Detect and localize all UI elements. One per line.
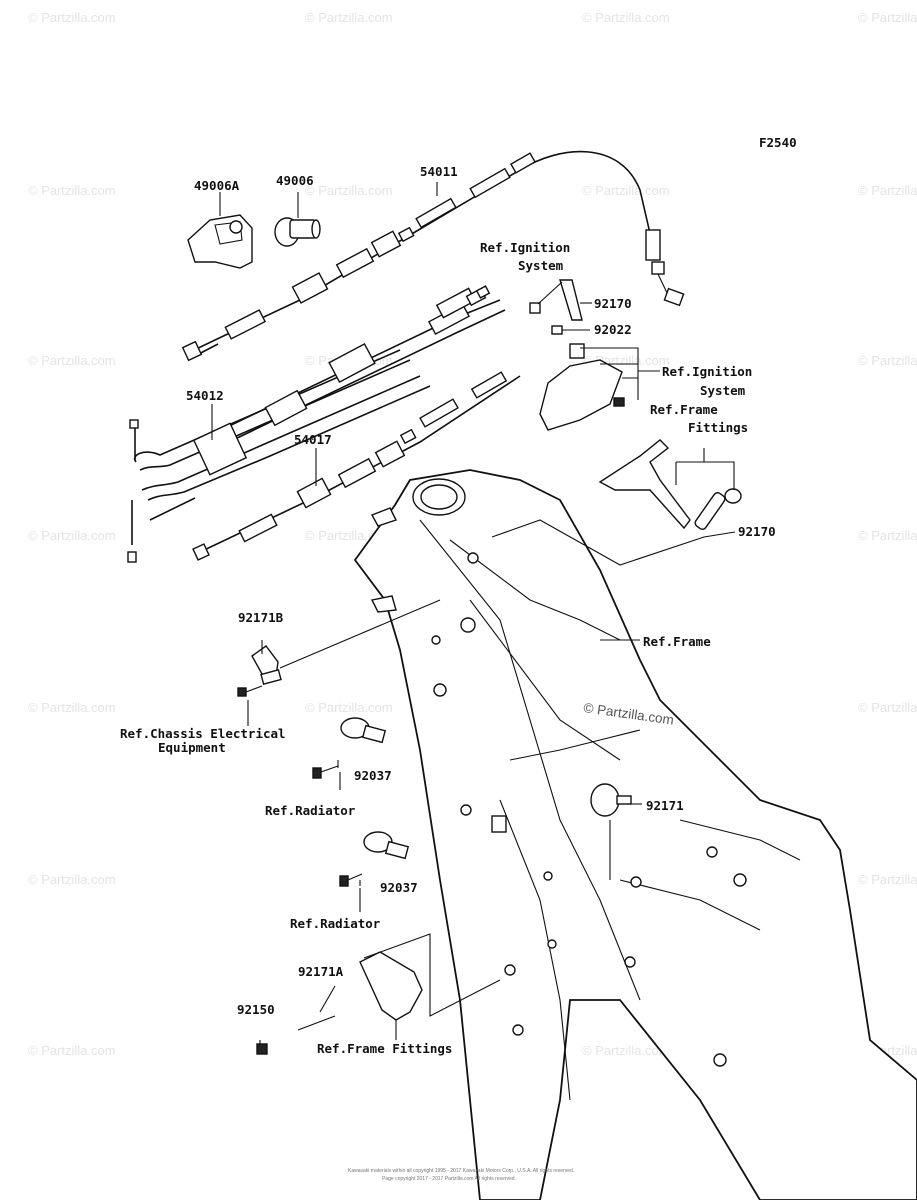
label-ref-frame-fittings: Ref.Frame Fittings bbox=[317, 1041, 452, 1056]
footer-line-2: Page copyright 2017 - 2017 Partzilla.com… bbox=[382, 1176, 516, 1182]
watermark: © Partzilla.com bbox=[858, 872, 917, 887]
watermark: © Partzilla.com bbox=[305, 10, 393, 25]
label-92171B: 92171B bbox=[238, 610, 284, 625]
watermark: © Partzilla.com bbox=[305, 183, 393, 198]
watermark: © Partzilla.com bbox=[28, 1043, 116, 1058]
label-ref-radiator-2: Ref.Radiator bbox=[290, 916, 381, 931]
cable-54012 bbox=[127, 285, 506, 563]
label-92170-top: 92170 bbox=[594, 296, 632, 311]
watermark: © Partzilla.com bbox=[28, 353, 116, 368]
label-ref-frame-fit-b: Fittings bbox=[688, 420, 748, 435]
watermark: © Partzilla.com bbox=[28, 872, 116, 887]
watermark: © Partzilla.com bbox=[858, 183, 917, 198]
label-ref-ignition-1b: System bbox=[518, 258, 564, 273]
part-92171B bbox=[251, 645, 282, 686]
label-ref-frame-fit-a: Ref.Frame bbox=[650, 402, 718, 417]
part-49006A bbox=[187, 214, 253, 269]
watermark: © Partzilla.com bbox=[28, 528, 116, 543]
frame-fitting-bracket bbox=[598, 439, 742, 530]
label-54017: 54017 bbox=[294, 432, 332, 447]
figure-code: F2540 bbox=[759, 135, 797, 150]
watermark: © Partzilla.com bbox=[28, 183, 116, 198]
label-ref-frame: Ref.Frame bbox=[643, 634, 711, 649]
label-49006A: 49006A bbox=[194, 178, 240, 193]
label-54011: 54011 bbox=[420, 164, 458, 179]
label-ref-ignition-2a: Ref.Ignition bbox=[662, 364, 752, 379]
watermark: © Partzilla.com bbox=[582, 10, 670, 25]
motorcycle-frame bbox=[353, 469, 917, 1200]
label-54012: 54012 bbox=[186, 388, 224, 403]
label-92171: 92171 bbox=[646, 798, 684, 813]
bolt-left-1 bbox=[237, 685, 263, 697]
label-92170-mid: 92170 bbox=[738, 524, 776, 539]
clamp-92171 bbox=[590, 783, 632, 817]
footer-line-1: Kawasaki materials within all copyright … bbox=[348, 1168, 574, 1174]
label-92171A: 92171A bbox=[298, 964, 344, 979]
watermark: © Partzilla.com bbox=[582, 1043, 670, 1058]
watermark: © Partzilla.com bbox=[858, 10, 917, 25]
watermark: © Partzilla.com bbox=[28, 700, 116, 715]
label-ref-chassis-b: Equipment bbox=[158, 740, 226, 755]
label-92022: 92022 bbox=[594, 322, 632, 337]
label-49006: 49006 bbox=[276, 173, 314, 188]
watermark: © Partzilla.com bbox=[858, 700, 917, 715]
watermark: © Partzilla.com bbox=[858, 353, 917, 368]
label-92037-2: 92037 bbox=[380, 880, 418, 895]
cable-54011 bbox=[181, 150, 685, 362]
label-ref-chassis-a: Ref.Chassis Electrical bbox=[120, 726, 286, 741]
clamp-92037-2 bbox=[339, 831, 410, 887]
label-ref-ignition-2b: System bbox=[700, 383, 746, 398]
watermark: © Partzilla.com bbox=[582, 183, 670, 198]
watermark: © Partzilla.com bbox=[305, 700, 393, 715]
watermark: © Partzilla.com bbox=[28, 10, 116, 25]
cable-54017 bbox=[192, 371, 521, 561]
plate-92171A bbox=[256, 951, 423, 1055]
label-92150: 92150 bbox=[237, 1002, 275, 1017]
leader-lines bbox=[211, 182, 736, 1044]
label-ref-ignition-1a: Ref.Ignition bbox=[480, 240, 570, 255]
part-49006 bbox=[274, 217, 321, 247]
label-ref-radiator-1: Ref.Radiator bbox=[265, 803, 356, 818]
watermark: © Partzilla.com bbox=[858, 528, 917, 543]
label-92037-1: 92037 bbox=[354, 768, 392, 783]
clamp-92037-1 bbox=[312, 717, 387, 779]
